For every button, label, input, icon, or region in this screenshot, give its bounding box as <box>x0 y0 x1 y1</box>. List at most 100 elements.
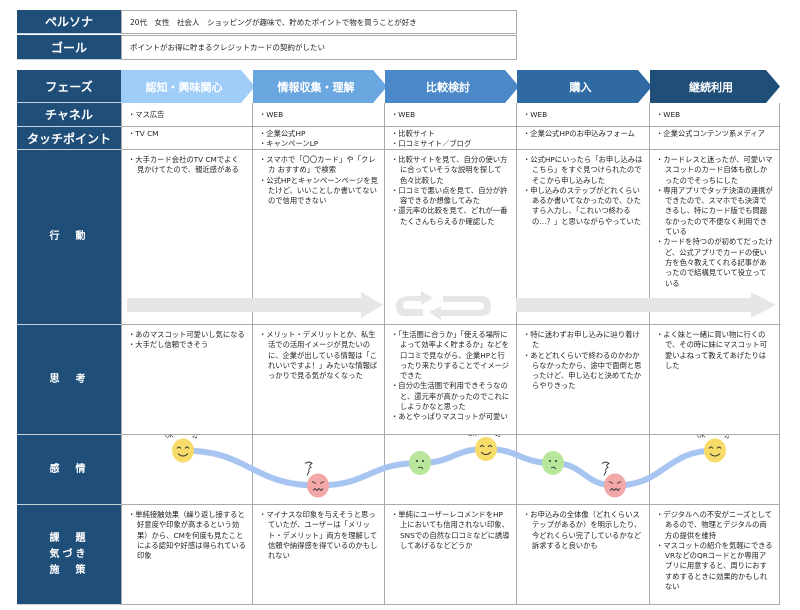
action-item: カードレスと迷ったが、可愛いマスコットのカード自体も欲しかったのでそっちにした <box>656 155 773 186</box>
touchpoint-item: 口コミサイト／ブログ <box>391 139 510 149</box>
action-item: スマホで「〇〇カード」や「クレカ おすすめ」で検索 <box>259 155 378 176</box>
angry-face-icon <box>304 461 329 498</box>
phase-4: 購入 <box>517 70 652 103</box>
ok-note: OK <box>468 435 478 438</box>
thought-item: 「生活圏に合うか」「使える場所によって効率よく貯まるか」などを口コミで見ながら、… <box>391 330 510 381</box>
emotion-line <box>182 445 716 489</box>
touchpoint-cell: 企業公式HPキャンペーンLP <box>253 127 385 150</box>
flow-arrow-right-1 <box>127 292 383 318</box>
svg-text:♫: ♫ <box>723 435 730 440</box>
emotion-curve: OK ♫ OK ♫ OK ♫ <box>165 435 730 498</box>
happy-face-icon: OK ♫ <box>697 435 730 463</box>
touchpoint-item: キャンペーンLP <box>259 139 378 149</box>
action-item: 申し込みのステップがどれくらいあるか書いてなかったので、ひたすら入力し、「これい… <box>523 186 643 227</box>
action-cell: 公式HPにいったら「お申し込みはこちら」をすぐ見つけられたのでそこから申し込みし… <box>517 150 650 325</box>
row-label-emotion: 感 情 <box>17 435 121 505</box>
touchpoint-cell: 企業公式HPのお申込みフォーム <box>517 127 650 150</box>
row-label-action: 行 動 <box>17 150 121 325</box>
row-label-issues: 課 題 気づき 施 策 <box>17 505 121 605</box>
svg-text:♫: ♫ <box>494 435 501 438</box>
touchpoint-item: 企業公式HP <box>259 129 378 139</box>
action-item: 公式HPにいったら「お申し込みはこちら」をすぐ見つけられたのでそこから申し込みし… <box>523 155 643 186</box>
action-cell: スマホで「〇〇カード」や「クレカ おすすめ」で検索公式HPとキャンペーンページを… <box>253 150 385 325</box>
emotion-cell <box>517 435 650 505</box>
issues-item: マイナスな印象を与えそうと思っていたが、ユーザーは「メリット・デメリット」両方を… <box>259 510 378 561</box>
sad-face-icon <box>409 451 431 475</box>
phase-1: 認知・興味関心 <box>121 70 255 103</box>
emotion-cell <box>650 435 780 505</box>
issues-cell: 単純にユーザーレコメンドをHP上においても信用されない印象、SNSでの自然な口コ… <box>385 505 517 605</box>
sad-face-icon <box>542 451 564 475</box>
touchpoint-cell: 企業公式コンテンツ系メディア <box>650 127 780 150</box>
touchpoint-item: 企業公式HPのお申込みフォーム <box>523 129 643 139</box>
persona-value: 20代 女性 社会人 ショッピングが趣味で、貯めたポイントで物を買うことが好き <box>121 10 517 34</box>
thought-cell: メリット・デメリットとか、私生活での活用イメージが見たいのに、企業が出している情… <box>253 325 385 435</box>
goal-label: ゴール <box>17 35 121 60</box>
thought-cell: あのマスコット可愛いし気になる大手だし信頼できそう <box>121 325 253 435</box>
touchpoint-cell: TV CM <box>121 127 253 150</box>
channel-cell: WEB <box>650 103 780 127</box>
issues-cell: マイナスな印象を与えそうと思っていたが、ユーザーは「メリット・デメリット」両方を… <box>253 505 385 605</box>
action-item: 還元率の比較を見て、どれが一番たくさんもらえるか確認した <box>391 206 510 227</box>
flow-arrow-right-2 <box>516 292 776 318</box>
action-cell: 比較サイトを見て、自分の使い方に合っていそうな説明を探して色々比較した口コミで悪… <box>385 150 517 325</box>
loop-arrow-icon <box>396 291 491 320</box>
happy-face-icon: OK ♫ <box>468 435 501 461</box>
thought-item: よく妹と一緒に買い物に行くので、その時に妹にマスコット可愛いよねって教えてあげた… <box>656 330 773 371</box>
issues-item: お申込みの全体像（どれくらいステップがあるか）を明示したり、今どれくらい完了して… <box>523 510 643 551</box>
touchpoint-cell: 比較サイト口コミサイト／ブログ <box>385 127 517 150</box>
happy-face-icon: OK ♫ <box>165 435 198 463</box>
action-item: 大手カード会社のTV CMでよく見かけてたので、親近感がある <box>128 155 246 176</box>
channel-item: WEB <box>391 110 510 120</box>
issues-label-1: 課 題 <box>49 532 89 544</box>
issues-item: デジタルへの不安がニーズとしてあるので、物理とデジタルの両方の提供を維持 <box>656 510 773 541</box>
channel-cell: マス広告 <box>121 103 253 127</box>
ok-note: OK <box>697 435 707 440</box>
channel-item: WEB <box>523 110 643 120</box>
channel-cell: WEB <box>253 103 385 127</box>
thought-cell: 特に迷わずお申し込みに辿り着けたあとどれくらいで終わるのかわからなかったから、途… <box>517 325 650 435</box>
issues-label-3: 施 策 <box>49 564 89 576</box>
channel-cell: WEB <box>517 103 650 127</box>
emotion-cell <box>385 435 517 505</box>
thought-item: あとやっぱりマスコットが可愛い <box>391 412 510 422</box>
thought-cell: よく妹と一緒に買い物に行くので、その時に妹にマスコット可愛いよねって教えてあげた… <box>650 325 780 435</box>
issues-cell: デジタルへの不安がニーズとしてあるので、物理とデジタルの両方の提供を維持マスコッ… <box>650 505 780 605</box>
ok-note: OK <box>165 435 175 440</box>
thought-item: あのマスコット可愛いし気になる <box>128 330 246 340</box>
persona-label: ペルソナ <box>17 10 121 34</box>
phase-2: 情報収集・理解 <box>253 70 387 103</box>
touchpoint-item: 企業公式コンテンツ系メディア <box>656 129 773 139</box>
svg-text:♫: ♫ <box>191 435 198 440</box>
thought-item: あとどれくらいで終わるのかわからなかったから、途中で面倒と思ったけど、申し込むと… <box>523 351 643 392</box>
channel-cell: WEB <box>385 103 517 127</box>
action-item: 比較サイトを見て、自分の使い方に合っていそうな説明を探して色々比較した <box>391 155 510 186</box>
phase-5: 継続利用 <box>650 70 780 103</box>
action-item: カードを持つのが初めてだったけど、公式アプリでカードの使い方を色々教えてくれる記… <box>656 237 773 288</box>
action-cell: 大手カード会社のTV CMでよく見かけてたので、親近感がある <box>121 150 253 325</box>
issues-item: 単純にユーザーレコメンドをHP上においても信用されない印象、SNSでの自然な口コ… <box>391 510 510 551</box>
channel-item: WEB <box>656 110 773 120</box>
thought-item: メリット・デメリットとか、私生活での活用イメージが見たいのに、企業が出している情… <box>259 330 378 381</box>
issues-cell: お申込みの全体像（どれくらいステップがあるか）を明示したり、今どれくらい完了して… <box>517 505 650 605</box>
angry-face-icon <box>601 461 626 498</box>
issues-item: マスコットの紹介を気軽にできるVRなどのQRコードとか専用アプリに用意すると、周… <box>656 541 773 592</box>
channel-item: マス広告 <box>128 110 246 120</box>
row-label-channel: チャネル <box>17 103 121 127</box>
row-label-touchpoint: タッチポイント <box>17 127 121 150</box>
row-label-phase: フェーズ <box>17 70 121 103</box>
row-label-thought: 思 考 <box>17 325 121 435</box>
thought-item: 大手だし信頼できそう <box>128 340 246 350</box>
goal-value: ポイントがお得に貯まるクレジットカードの契約がしたい <box>121 35 517 60</box>
phase-3: 比較検討 <box>385 70 519 103</box>
action-cell: カードレスと迷ったが、可愛いマスコットのカード自体も欲しかったのでそっちにした専… <box>650 150 780 325</box>
action-item: 専用アプリでタッチ決済の連携ができたので、スマホでも決済できるし、特にカード版で… <box>656 186 773 237</box>
thought-cell: 「生活圏に合うか」「使える場所によって効率よく貯まるか」などを口コミで見ながら、… <box>385 325 517 435</box>
issues-label-2: 気づき <box>49 548 89 560</box>
flow-arrows <box>127 291 776 320</box>
thought-item: 特に迷わずお申し込みに辿り着けた <box>523 330 643 351</box>
channel-item: WEB <box>259 110 378 120</box>
action-item: 公式HPとキャンペーンページを見たけど、いいことしか書いてないので信用できない <box>259 176 378 207</box>
touchpoint-item: 比較サイト <box>391 129 510 139</box>
issues-item: 単純接触効果（繰り返し接すると好意度や印象が高まるという効果）から、CMを何度も… <box>128 510 246 561</box>
